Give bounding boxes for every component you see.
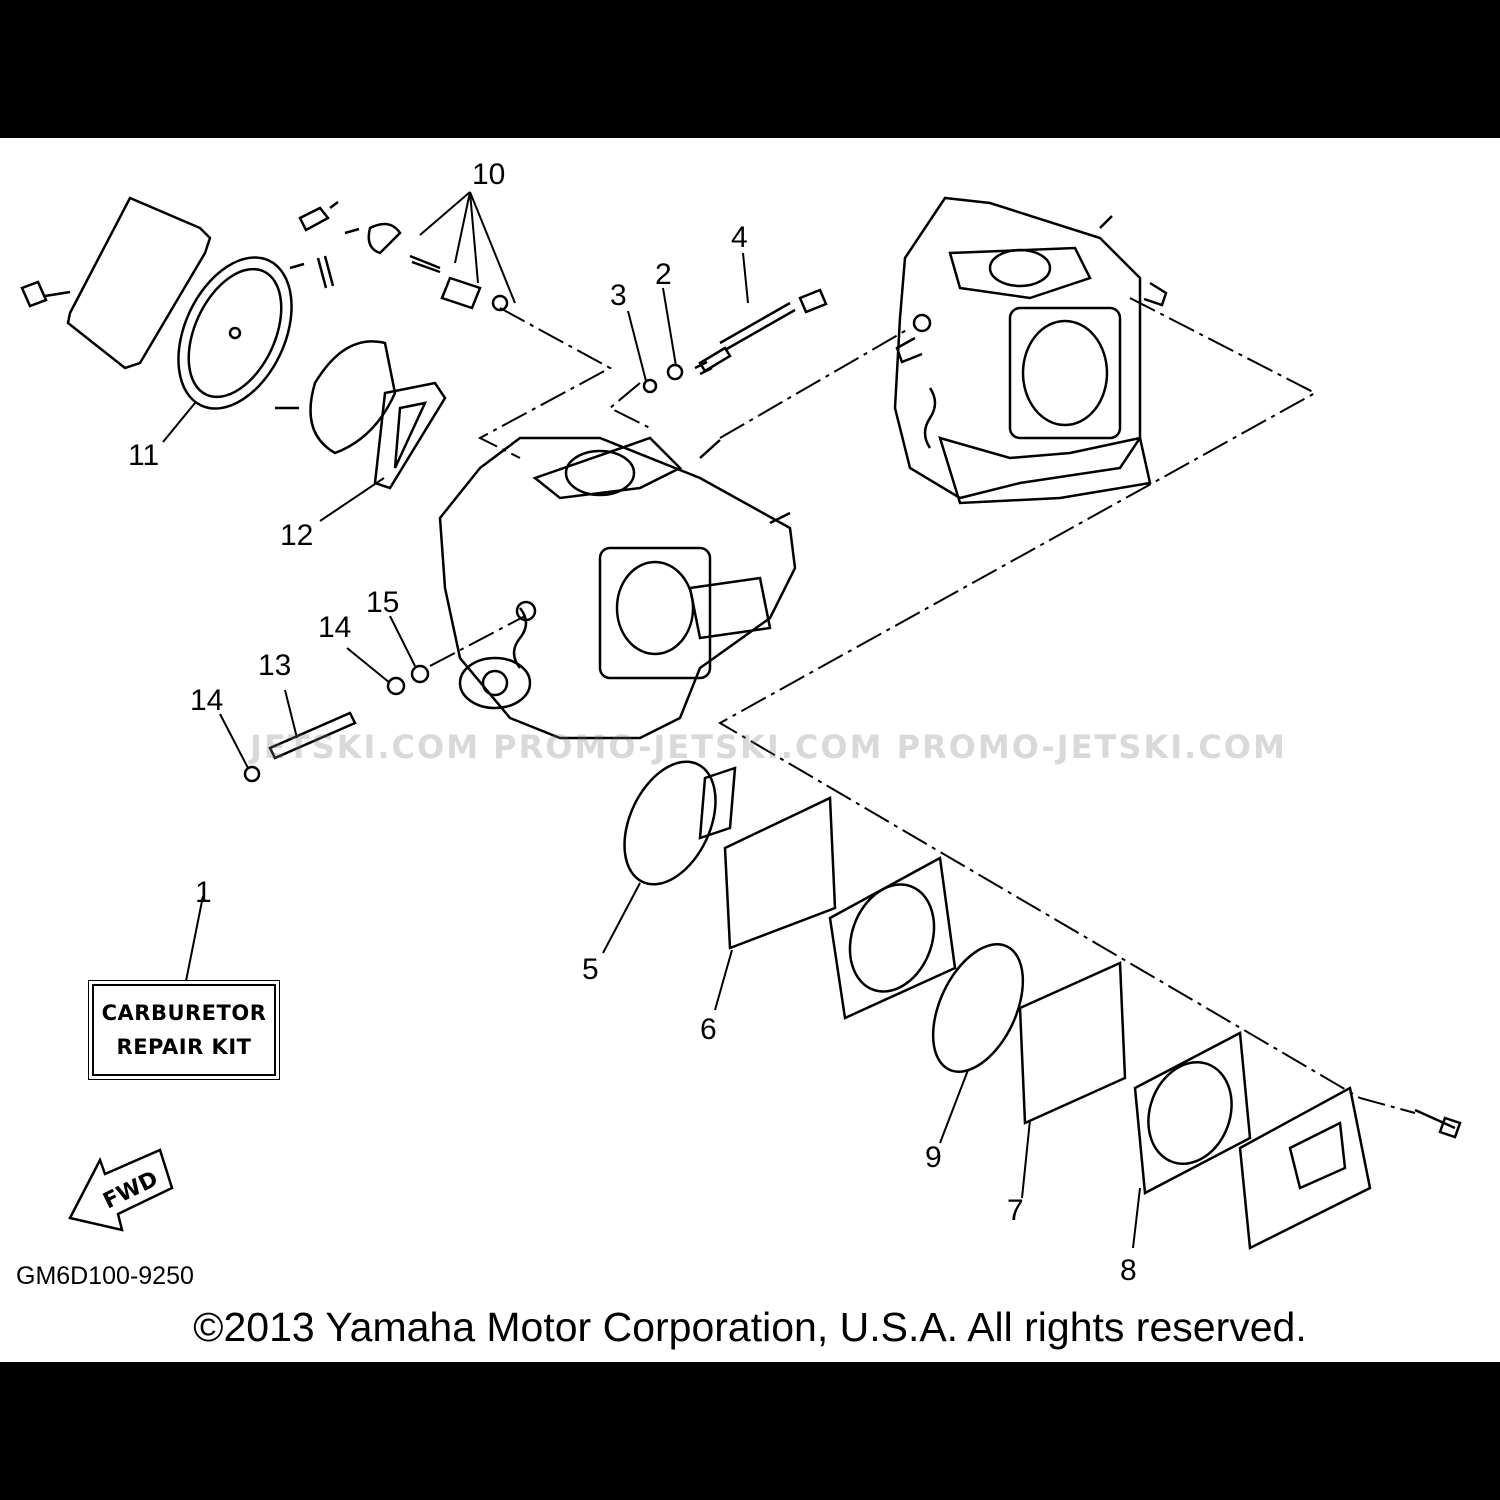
callout-10: 10 [472, 158, 506, 191]
callout-13: 13 [258, 649, 292, 682]
copyright-notice: ©2013 Yamaha Motor Corporation, U.S.A. A… [193, 1304, 1307, 1350]
callout-7: 7 [1007, 1194, 1024, 1227]
callout-6: 6 [700, 1013, 717, 1046]
part-12-gasket [275, 340, 447, 490]
callout-15: 15 [366, 586, 400, 619]
callout-1: 1 [195, 876, 212, 909]
carburetor-body-left [438, 436, 797, 740]
repair-kit-line-2: REPAIR KIT [116, 1035, 252, 1059]
watermark-text: JETSKI.COM PROMO-JETSKI.COM PROMO-JETSKI… [250, 728, 1287, 766]
part-10-small-parts [289, 201, 509, 312]
repair-kit-line-1: CARBURETOR [101, 1001, 267, 1025]
assembly-lines [429, 297, 1416, 1114]
exploded-parts-diagram [20, 191, 1462, 1250]
callout-2: 2 [655, 258, 672, 291]
callout-14-lower: 14 [190, 684, 224, 717]
callout-3: 3 [610, 279, 627, 312]
forward-arrow-icon [68, 1148, 174, 1232]
fuel-pump-assembly [623, 760, 1462, 1250]
parts-2-3-4 [642, 288, 828, 394]
diagram-code: GM6D100-9250 [16, 1262, 194, 1290]
callout-4: 4 [731, 221, 748, 254]
leader-lines [162, 191, 1141, 1249]
parts-13-14-15 [243, 664, 430, 783]
callout-8: 8 [1120, 1254, 1137, 1287]
callout-9: 9 [925, 1141, 942, 1174]
callout-11: 11 [128, 439, 160, 472]
diagram-canvas: JETSKI.COM PROMO-JETSKI.COM PROMO-JETSKI… [0, 138, 1500, 1362]
carburetor-body-right [893, 196, 1168, 505]
part-11-diaphragm-cover [20, 196, 293, 410]
callout-5: 5 [582, 953, 599, 986]
callout-12: 12 [280, 519, 314, 552]
callout-14-upper: 14 [318, 611, 352, 644]
repair-kit-label: CARBURETOR REPAIR KIT [88, 980, 280, 1080]
